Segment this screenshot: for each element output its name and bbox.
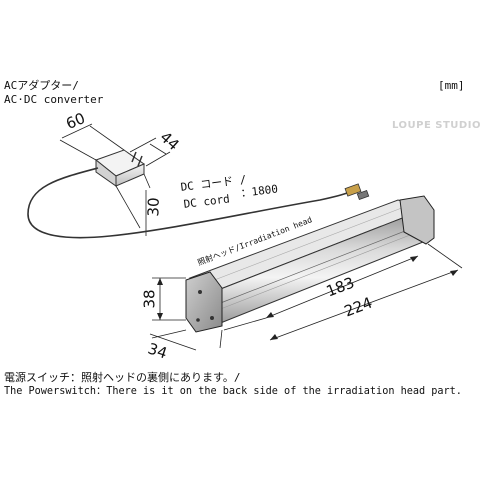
note-ja: 電源スイッチ：照射ヘッドの裏側にあります。/ bbox=[4, 371, 241, 384]
note-en: The Powerswitch：There is it on the back … bbox=[4, 386, 462, 397]
adapter-label-en: AC·DC converter bbox=[4, 93, 104, 106]
irradiation-head bbox=[185, 195, 435, 333]
head-height-dim: 38 bbox=[140, 289, 159, 309]
dimension-arrows bbox=[157, 256, 458, 340]
ac-dc-cord bbox=[27, 167, 351, 239]
head-dimension-lines bbox=[149, 243, 463, 351]
unit-label: [mm] bbox=[438, 79, 465, 92]
adapter-height-dim: 30 bbox=[144, 197, 163, 217]
adapter-label-ja: ACアダプター/ bbox=[4, 79, 79, 92]
ac-adapter bbox=[94, 149, 146, 187]
dc-plug bbox=[344, 183, 370, 201]
adapter-dimension-lines bbox=[59, 123, 171, 236]
brand-watermark: LOUPE STUDIO bbox=[392, 120, 480, 131]
